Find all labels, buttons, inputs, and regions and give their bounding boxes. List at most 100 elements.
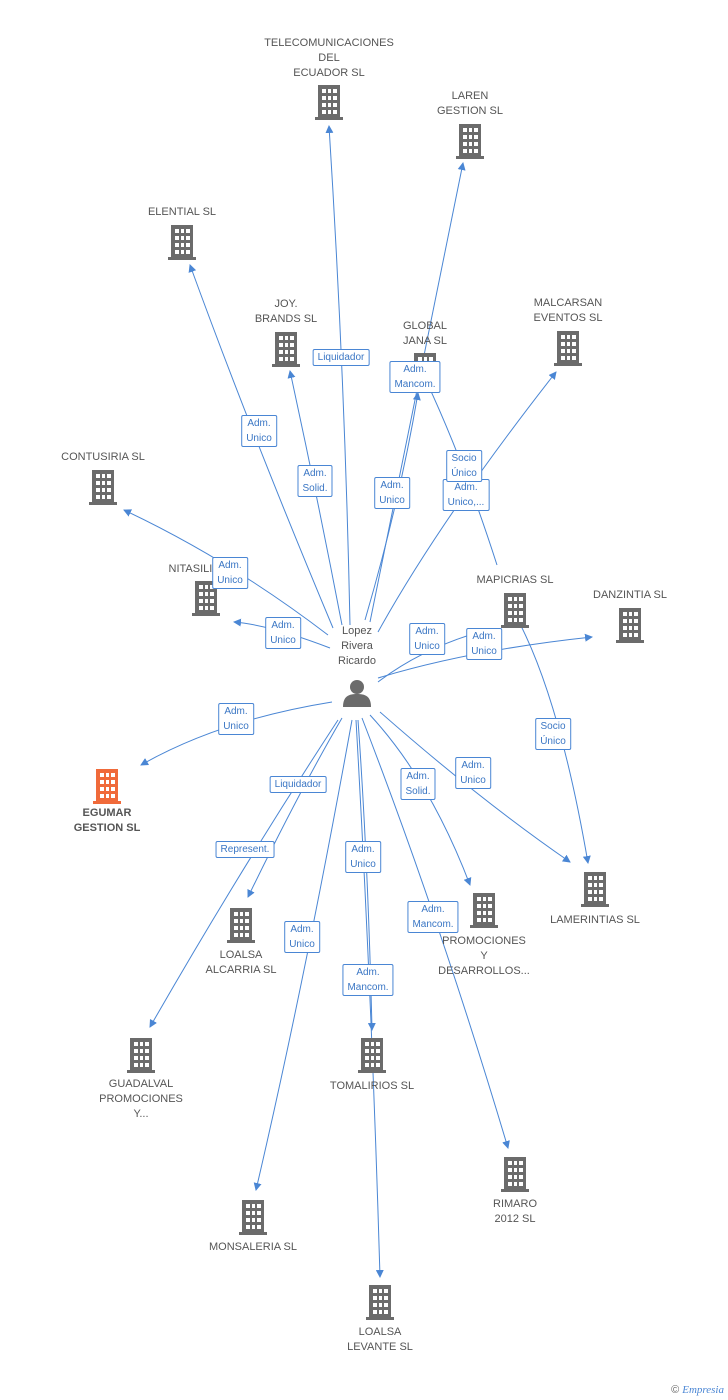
company-node-egumar[interactable]	[93, 769, 121, 804]
relation-label-line: Adm.	[406, 771, 430, 782]
company-label-line: ALCARRIA SL	[205, 964, 277, 976]
company-label-line: ELENTIAL SL	[147, 206, 217, 218]
company-node-promociones[interactable]	[470, 893, 498, 928]
relation-label-lamerintias[interactable]: Adm.Unico	[455, 757, 491, 789]
person-label-line: Lopez	[342, 625, 372, 637]
company-node-monsaleria[interactable]	[239, 1200, 267, 1235]
relation-edge-promociones	[369, 714, 472, 886]
relation-label-mapicrias[interactable]: Adm.Unico	[409, 623, 445, 655]
relation-label-monsaleria[interactable]: Adm.Unico	[284, 921, 320, 953]
company-label-line: PROMOCIONES	[99, 1093, 183, 1105]
company-node-tomalirios[interactable]	[358, 1038, 386, 1073]
relation-label-line: Adm.	[461, 760, 485, 771]
relation-label-loalsa_lev[interactable]: Adm.Mancom.	[342, 964, 394, 996]
relation-label-line: Adm.	[271, 620, 295, 631]
company-node-contusiria[interactable]	[89, 470, 117, 505]
company-label-elential[interactable]: ELENTIAL SL	[148, 205, 216, 220]
company-label-contusiria[interactable]: CONTUSIRIA SL	[61, 450, 145, 465]
relation-label-line: Adm.	[403, 364, 427, 375]
company-label-tomalirios[interactable]: TOMALIRIOS SL	[330, 1079, 414, 1094]
relation-label-line: Único	[451, 468, 477, 479]
company-node-malcarsan[interactable]	[554, 331, 582, 366]
company-node-laren[interactable]	[456, 124, 484, 159]
relation-label-line: Único	[540, 736, 566, 747]
relation-label-line: Adm.	[472, 631, 496, 642]
relation-label-line: Adm.	[303, 468, 327, 479]
person-node[interactable]	[343, 680, 371, 707]
relation-label-telecom[interactable]: Liquidador	[312, 349, 370, 366]
relation-label-line: Represent.	[220, 844, 270, 855]
relation-label-malcarsan[interactable]: Adm.Unico,...	[442, 479, 490, 511]
relation-label-line: Solid.	[405, 786, 431, 797]
building-icon	[93, 769, 121, 804]
company-label-line: DANZINTIA SL	[593, 589, 667, 601]
relation-label-line: Unico	[223, 721, 249, 732]
company-node-loalsa_alc[interactable]	[227, 908, 255, 943]
relation-label-egumar[interactable]: Adm.Unico	[218, 703, 254, 735]
relation-label-elential[interactable]: Adm.Unico	[241, 415, 277, 447]
relation-label-danzintia[interactable]: Adm. Unico	[466, 628, 502, 660]
company-node-rimaro[interactable]	[501, 1157, 529, 1192]
building-icon	[127, 1038, 155, 1073]
relation-label-line: Solid.	[302, 483, 328, 494]
relation-label-line: Unico	[471, 646, 497, 657]
relation-label-line: Unico,...	[447, 497, 485, 508]
relation-label-loalsa_alc[interactable]: Liquidador	[269, 776, 327, 793]
building-icon	[616, 608, 644, 643]
relation-label-laren[interactable]: Adm.Unico	[374, 477, 410, 509]
company-node-lamerintias[interactable]	[581, 872, 609, 907]
company-label-danzintia[interactable]: DANZINTIA SL	[593, 588, 667, 603]
company-node-loalsa_lev[interactable]	[366, 1285, 394, 1320]
company-label-line: CONTUSIRIA SL	[61, 451, 145, 463]
company-label-mapicrias[interactable]: MAPICRIAS SL	[476, 573, 553, 588]
company-node-danzintia[interactable]	[616, 608, 644, 643]
person-label-line: Ricardo	[338, 655, 376, 667]
relation-label-nitasilias[interactable]: Adm. Unico	[265, 617, 301, 649]
company-node-joy[interactable]	[272, 332, 300, 367]
company-label-monsaleria[interactable]: MONSALERIA SL	[209, 1240, 297, 1255]
company-label-lamerintias[interactable]: LAMERINTIAS SL	[550, 913, 640, 928]
building-icon	[470, 893, 498, 928]
company-node-mapicrias[interactable]	[501, 593, 529, 628]
company-label-line: EGUMAR	[82, 807, 132, 819]
building-icon	[456, 124, 484, 159]
relation-label-joy[interactable]: Adm. Solid.	[297, 465, 333, 497]
company-label-line: MONSALERIA SL	[208, 1241, 298, 1253]
company-label-line: ECUADOR SL	[293, 67, 365, 79]
relation-label-line: Unico	[270, 635, 296, 646]
relation-label-line: Mancom.	[412, 919, 454, 930]
company-label-line: LAREN	[451, 90, 489, 102]
relation-label-contusiria[interactable]: Adm.Unico	[212, 557, 248, 589]
relation-label-line: Mancom.	[394, 379, 436, 390]
company-label-line: JANA SL	[402, 335, 448, 347]
relation-label-rimaro[interactable]: Adm.Mancom.	[407, 901, 459, 933]
building-icon	[366, 1285, 394, 1320]
relation-edge-telecom	[325, 125, 351, 626]
relation-label-guadalval[interactable]: Represent.	[215, 841, 275, 858]
company-node-telecom[interactable]	[315, 85, 343, 120]
building-icon	[581, 872, 609, 907]
company-node-guadalval[interactable]	[127, 1038, 155, 1073]
company-node-elential[interactable]	[168, 225, 196, 260]
company-label-line: MALCARSAN	[533, 297, 603, 309]
relation-label-promociones[interactable]: Adm. Solid.	[400, 768, 436, 800]
relation-edge-lamerintias	[379, 711, 571, 863]
relation-label-line: Adm.	[380, 480, 404, 491]
relation-label-tomalirios[interactable]: Adm.Unico	[345, 841, 381, 873]
relation-label-line: Adm.	[290, 924, 314, 935]
company-label-joy[interactable]: JOY.BRANDS SL	[255, 297, 317, 327]
relation-label-global[interactable]: Adm. Mancom.	[389, 361, 441, 393]
